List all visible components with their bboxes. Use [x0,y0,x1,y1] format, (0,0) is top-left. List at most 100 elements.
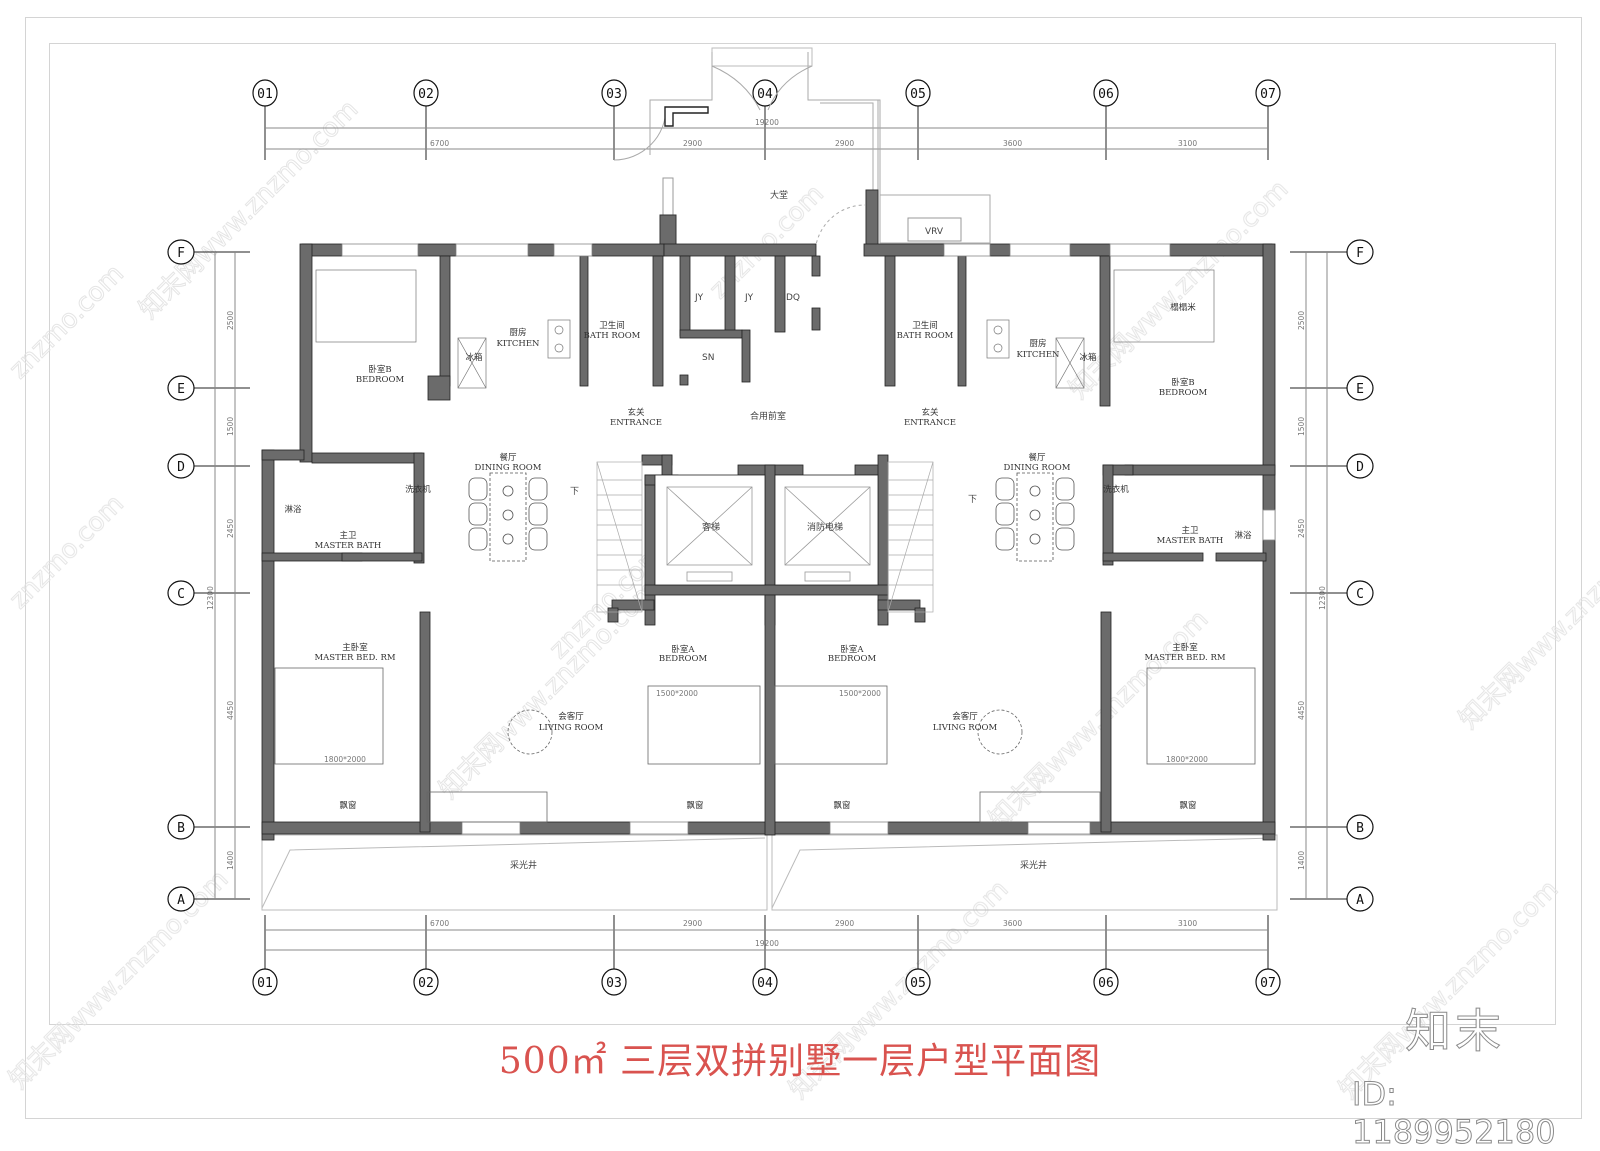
elevators [654,474,879,586]
svg-text:MASTER BATH: MASTER BATH [315,541,382,551]
inner-frame [49,43,1556,1025]
svg-text:D: D [177,460,185,475]
light-well-right: 采光井 [1020,859,1047,871]
svg-text:主卧室: 主卧室 [342,642,368,653]
svg-text:会客厅: 会客厅 [952,711,978,722]
svg-text:06: 06 [1098,87,1114,102]
beds [274,667,1256,823]
svg-text:06: 06 [1098,976,1114,991]
svg-text:BEDROOM: BEDROOM [659,654,708,664]
svg-text:2900: 2900 [683,139,702,148]
svg-text:2450: 2450 [1297,519,1306,538]
svg-text:2500: 2500 [226,311,235,330]
svg-text:04: 04 [757,87,773,102]
svg-text:znzmo.com: znzmo.com [4,259,130,385]
svg-text:主卫: 主卫 [1181,525,1199,536]
left-dimension-text: 2500 1500 2450 4450 1400 12300 [206,311,235,870]
jy-shaft-2: JY [744,293,754,303]
svg-text:知末网www.znzmo.com: 知末网www.znzmo.com [134,94,365,325]
svg-text:2900: 2900 [683,919,702,928]
svg-text:6700: 6700 [430,139,449,148]
svg-text:BEDROOM: BEDROOM [356,375,405,385]
sn-shaft: SN [702,353,714,363]
svg-text:12300: 12300 [206,586,215,610]
top-axis-labels: 01 02 03 04 05 06 07 [257,87,1276,102]
svg-text:主卧室: 主卧室 [1172,642,1198,653]
svg-text:卫生间: 卫生间 [599,320,625,331]
bottom-axis-grid [264,915,1269,970]
svg-text:KITCHEN: KITCHEN [497,339,540,349]
svg-text:LIVING ROOM: LIVING ROOM [933,723,998,733]
svg-text:2450: 2450 [226,519,235,538]
svg-text:01: 01 [257,87,273,102]
svg-text:3100: 3100 [1178,919,1197,928]
right-axis-bubbles [1346,239,1374,912]
svg-text:玄关: 玄关 [627,407,645,418]
svg-text:MASTER BATH: MASTER BATH [1157,536,1224,546]
svg-text:卧室A: 卧室A [671,644,695,655]
light-wells [261,834,1278,911]
walls [261,243,1276,841]
svg-text:MASTER BED. RM: MASTER BED. RM [314,653,395,663]
svg-text:3100: 3100 [1178,139,1197,148]
svg-text:12300: 12300 [1318,586,1327,610]
light-well-left: 采光井 [510,859,537,871]
svg-text:2500: 2500 [1297,311,1306,330]
bottom-axis-bubbles [252,968,1281,996]
svg-text:KITCHEN: KITCHEN [1017,350,1060,360]
svg-text:04: 04 [757,976,773,991]
svg-text:znzmo.com: znzmo.com [704,179,830,305]
svg-text:1500*2000: 1500*2000 [839,689,881,698]
brand-id: ID: 1189952180 [1352,1075,1557,1151]
svg-text:BEDROOM: BEDROOM [828,654,877,664]
svg-text:淋浴: 淋浴 [284,504,302,515]
svg-text:4450: 4450 [1297,701,1306,720]
svg-text:F: F [177,246,185,261]
svg-text:ENTRANCE: ENTRANCE [610,418,662,428]
svg-text:1800*2000: 1800*2000 [1166,755,1208,764]
svg-text:3600: 3600 [1003,919,1022,928]
svg-text:淋浴: 淋浴 [1234,530,1252,541]
svg-text:19200: 19200 [755,118,779,127]
windows [341,243,1276,835]
svg-text:冰箱: 冰箱 [465,352,483,363]
svg-text:01: 01 [257,976,273,991]
fire-elevator-label: 消防电梯 [807,521,843,533]
svg-text:卧室B: 卧室B [1171,377,1194,388]
svg-text:厨房: 厨房 [1029,338,1046,349]
svg-text:1500*2000: 1500*2000 [656,689,698,698]
svg-text:2900: 2900 [835,919,854,928]
svg-text:飘窗: 飘窗 [686,800,703,811]
svg-text:卧室B: 卧室B [368,364,391,375]
svg-text:冰箱: 冰箱 [1079,352,1097,363]
svg-text:3600: 3600 [1003,139,1022,148]
svg-text:C: C [177,587,185,602]
svg-text:DINING ROOM: DINING ROOM [475,463,542,473]
shared-vestibule-label: 合用前室 [750,410,786,422]
svg-text:厨房: 厨房 [509,327,526,338]
svg-text:6700: 6700 [430,919,449,928]
left-axis-grid [193,251,250,900]
svg-text:ENTRANCE: ENTRANCE [904,418,956,428]
brand-logo: 知末 [1405,1004,1505,1059]
svg-text:02: 02 [418,87,434,102]
top-axis-bubbles [252,79,1281,107]
right-axis-labels: F E D C B A [1356,246,1364,908]
svg-text:知末网www.znzmo.com: 知末网www.znzmo.com [1454,504,1600,735]
svg-text:BEDROOM: BEDROOM [1159,388,1208,398]
svg-text:03: 03 [606,87,622,102]
svg-text:05: 05 [910,87,926,102]
svg-text:餐厅: 餐厅 [499,453,517,463]
stair-down-right: 下 [968,495,977,505]
svg-text:2900: 2900 [835,139,854,148]
right-axis-grid [1290,251,1347,900]
svg-text:B: B [177,821,185,836]
svg-text:19200: 19200 [755,939,779,948]
svg-text:洗衣机: 洗衣机 [405,484,431,495]
dining-table-right [995,472,1075,562]
bottom-axis-labels: 01 02 03 04 05 06 07 [257,976,1276,991]
svg-text:主卫: 主卫 [339,530,357,541]
vrv-label: VRV [925,227,944,237]
svg-text:F: F [1356,246,1364,261]
